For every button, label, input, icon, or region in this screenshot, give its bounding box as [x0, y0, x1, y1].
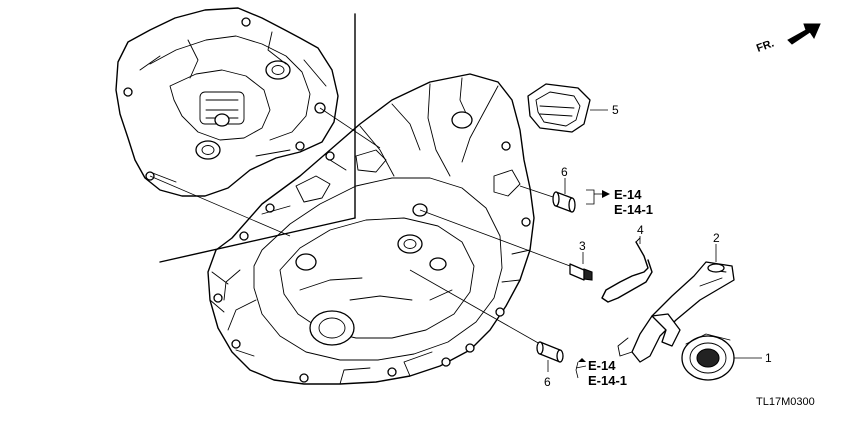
transmission-housing-illustration: [207, 73, 535, 385]
ref-lower-e14-1[interactable]: E-14-1: [588, 373, 627, 388]
arrow-right-icon: [787, 23, 821, 45]
front-direction-marker: FR.: [755, 23, 821, 55]
part-6-upper-illustration: [519, 178, 576, 213]
callout-1: 1: [765, 351, 772, 365]
part-3-illustration: [419, 209, 593, 281]
ref-upper-e14-1[interactable]: E-14-1: [614, 202, 653, 217]
callout-5: 5: [612, 103, 619, 117]
diagram-code: TL17M0300: [756, 396, 815, 408]
callout-6-lower: 6: [544, 375, 551, 389]
callout-2: 2: [713, 231, 720, 245]
callout-3: 3: [579, 239, 586, 253]
ref-lower-e14[interactable]: E-14: [588, 358, 616, 373]
callout-6-upper: 6: [561, 165, 568, 179]
reference-brackets: [575, 189, 610, 379]
part-5-illustration: [527, 83, 608, 133]
transmission-case-inset-illustration: [115, 7, 381, 237]
part-2-illustration: [617, 244, 735, 363]
part-1-illustration: [681, 333, 762, 381]
fr-label: FR.: [755, 37, 776, 54]
part-6-lower-illustration: [409, 269, 564, 372]
part-4-illustration: [601, 236, 653, 303]
callout-4: 4: [637, 223, 644, 237]
inset-divider: [159, 13, 356, 263]
ref-upper-e14[interactable]: E-14: [614, 187, 642, 202]
